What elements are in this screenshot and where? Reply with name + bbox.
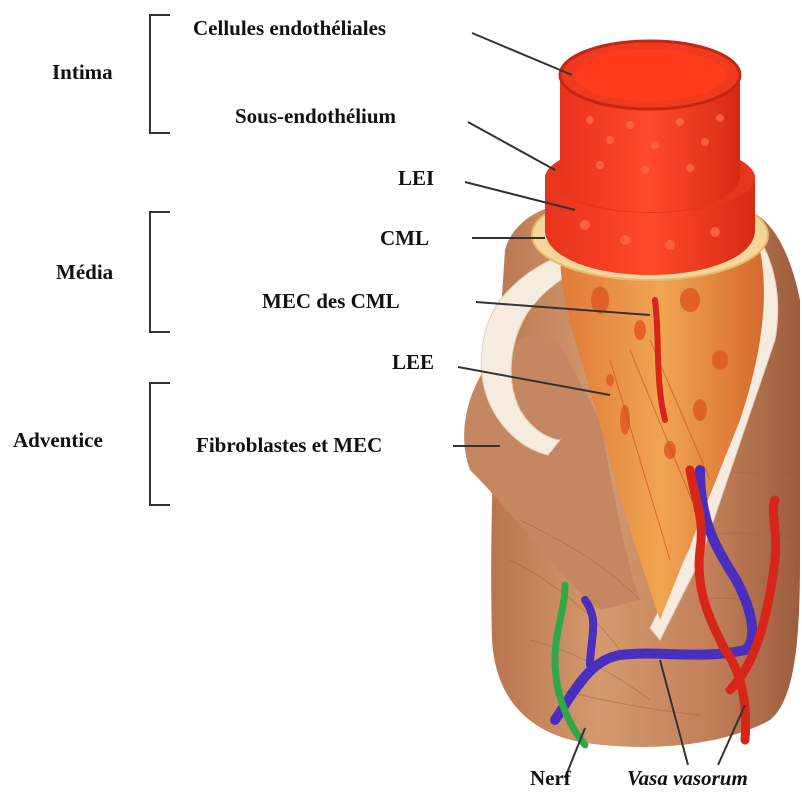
intima-tube xyxy=(545,41,755,275)
label-vasa-vasorum: Vasa vasorum xyxy=(627,768,748,789)
label-cml: CML xyxy=(380,228,429,249)
label-cellules-endotheliales: Cellules endothéliales xyxy=(193,18,386,39)
label-mec-des-cml: MEC des CML xyxy=(262,291,400,312)
leader-sous-endo xyxy=(468,122,555,170)
label-nerf: Nerf xyxy=(530,768,571,789)
group-label-adventice: Adventice xyxy=(13,430,103,451)
label-sous-endothelium: Sous-endothélium xyxy=(235,106,396,127)
label-lee: LEE xyxy=(392,352,434,373)
bracket-media xyxy=(150,212,170,332)
bracket-intima xyxy=(150,15,170,133)
group-label-intima: Intima xyxy=(52,62,113,83)
label-lei: LEI xyxy=(398,168,434,189)
bracket-adventice xyxy=(150,383,170,505)
group-label-media: Média xyxy=(56,262,113,283)
leader-cellules xyxy=(472,33,572,75)
label-fibroblastes-mec: Fibroblastes et MEC xyxy=(196,435,382,456)
group-brackets xyxy=(150,15,170,505)
